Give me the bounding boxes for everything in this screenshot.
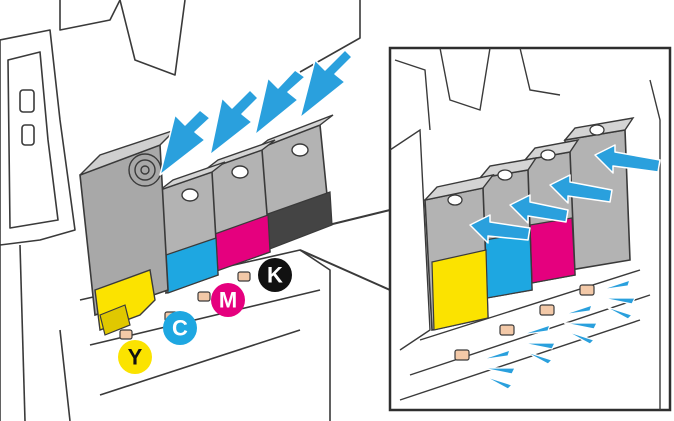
- label-c-text: C: [172, 316, 188, 341]
- label-y-text: Y: [128, 345, 143, 370]
- cartridge-y-right: [425, 175, 493, 330]
- cartridge-y-left: [80, 130, 175, 335]
- label-m: M: [211, 283, 245, 317]
- label-k: K: [258, 258, 292, 292]
- label-k-text: K: [267, 263, 283, 288]
- label-m-text: M: [219, 288, 237, 313]
- label-y: Y: [118, 340, 152, 374]
- label-c: C: [163, 311, 197, 345]
